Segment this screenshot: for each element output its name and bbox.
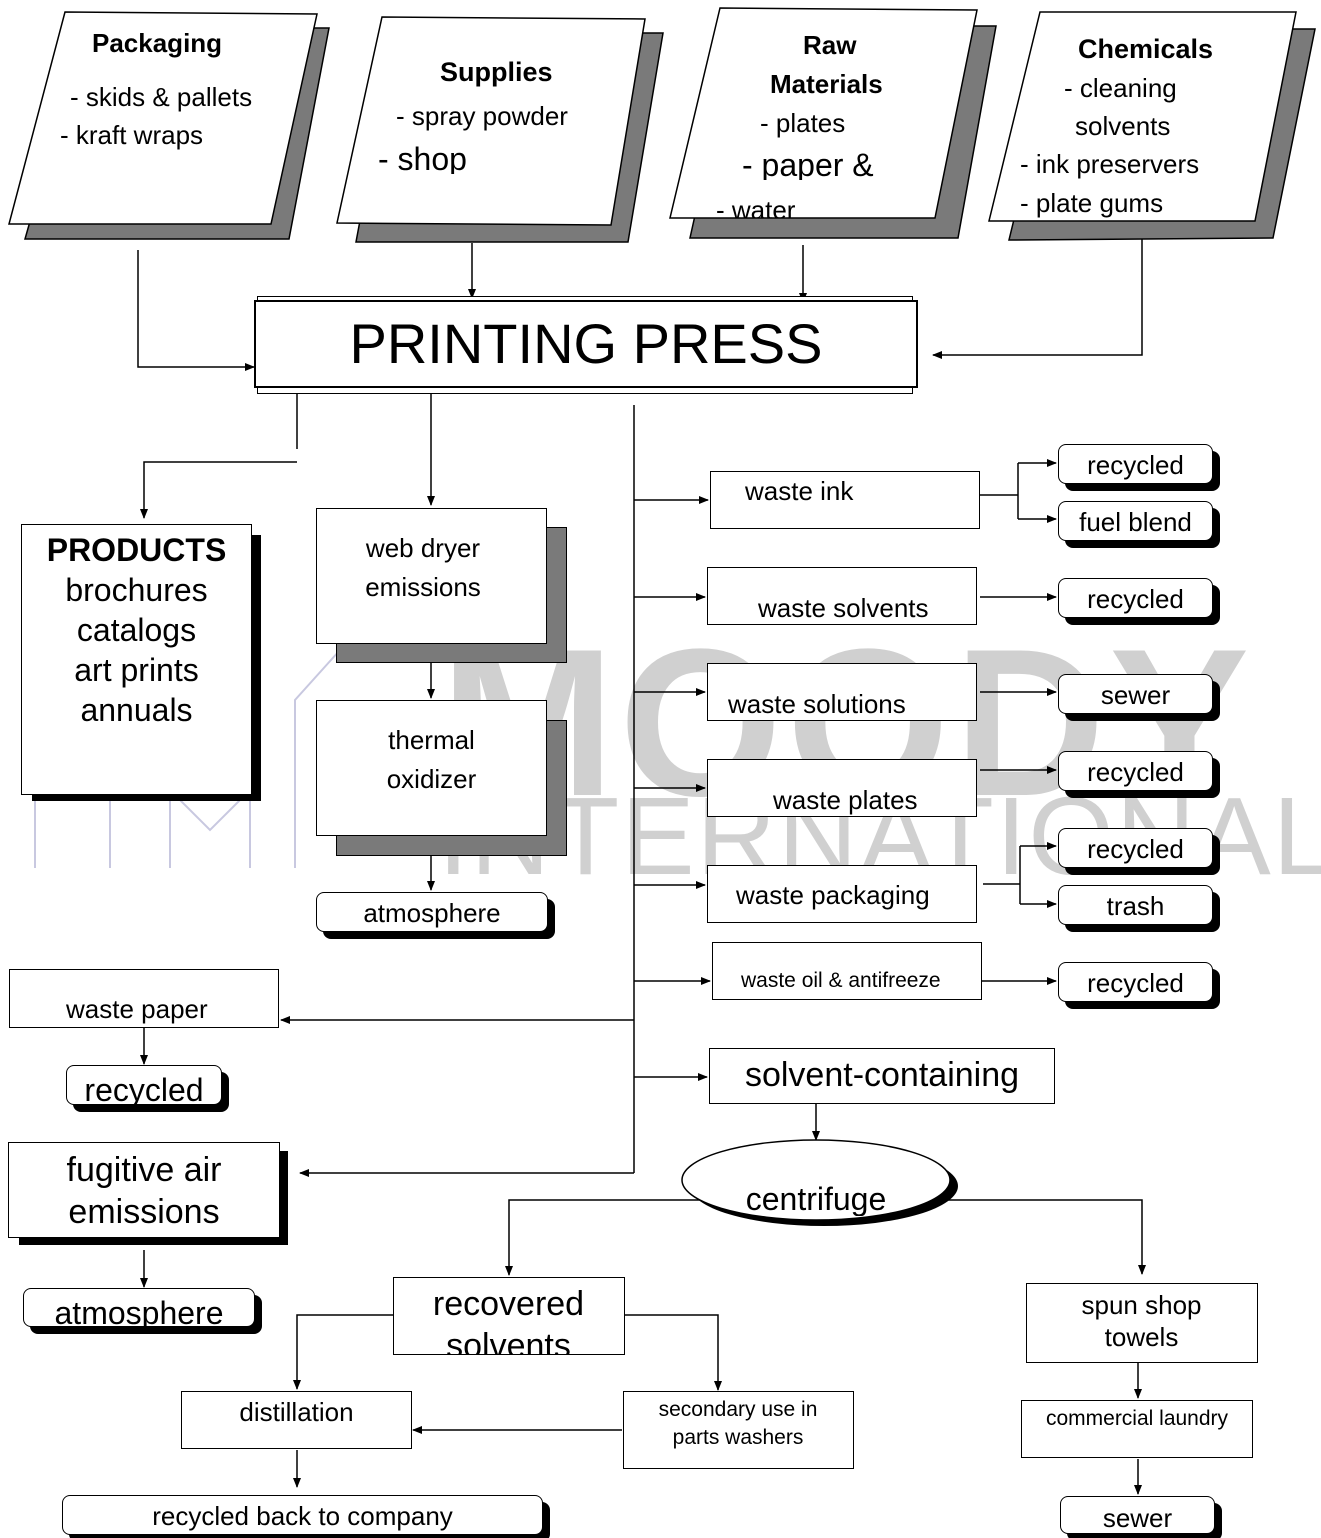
recycled-back-label: recycled back to company <box>152 1501 453 1531</box>
waste-solvents-recycled: recycled <box>1058 578 1213 618</box>
waste-plates-recycled: recycled <box>1058 751 1213 791</box>
web-dryer-line-1: web dryer <box>365 533 481 563</box>
waste-paper-box: waste paper <box>9 969 279 1028</box>
oxidizer-line-2: oxidizer <box>386 764 477 794</box>
products-item-3: art prints <box>74 652 199 688</box>
packaging-item-2: - kraft wraps <box>60 120 204 150</box>
waste-ink-recycled: recycled <box>1058 444 1213 484</box>
supplies-box <box>336 16 646 226</box>
products-item-4: annuals <box>80 692 193 728</box>
recovered-line-2: solvents <box>446 1327 571 1355</box>
distillation-label: distillation <box>239 1397 354 1427</box>
oxidizer-box <box>316 700 547 836</box>
solvent-containing-box: solvent-containing <box>709 1048 1055 1104</box>
spun-towels-box: spun shop towels <box>1026 1283 1258 1363</box>
packaging-title: Packaging <box>92 28 223 58</box>
fugitive-line-1: fugitive air <box>66 1151 222 1189</box>
chemicals-item-1: - cleaning <box>1064 73 1177 103</box>
solvent-containing-label: solvent-containing <box>744 1056 1020 1094</box>
raw-materials-title-1: Raw <box>803 30 857 60</box>
waste-plates-label: waste plates <box>773 785 918 815</box>
waste-packaging-trash: trash <box>1058 885 1213 925</box>
chemicals-box <box>988 11 1297 222</box>
waste-solutions-label: waste solutions <box>728 689 906 719</box>
waste-packaging-recycled: recycled <box>1058 828 1213 868</box>
raw-materials-box <box>669 7 978 219</box>
waste-packaging-recycled-label: recycled <box>1087 834 1184 864</box>
chemicals-item-4: - plate gums <box>1020 188 1164 218</box>
secondary-line-1: secondary use in <box>658 1398 818 1421</box>
secondary-use-box: secondary use in parts washers <box>623 1391 854 1469</box>
chemicals-title: Chemicals <box>1078 34 1214 64</box>
waste-ink-fuel-blend: fuel blend <box>1058 501 1213 541</box>
waste-packaging-box: waste packaging <box>707 865 977 923</box>
centrifuge-label: centrifuge <box>745 1181 887 1216</box>
packaging-box <box>8 11 318 225</box>
web-dryer-line-2: emissions <box>365 572 481 602</box>
fugitive-atmosphere: atmosphere <box>23 1288 255 1327</box>
laundry-sewer-label: sewer <box>1102 1503 1173 1533</box>
distillation-box: distillation <box>181 1391 412 1449</box>
secondary-line-2: parts washers <box>672 1426 804 1449</box>
recovered-line-1: recovered <box>432 1285 585 1323</box>
waste-paper-recycled: recycled <box>66 1065 222 1105</box>
waste-ink-label: waste ink <box>745 476 854 506</box>
packaging-item-1: - skids & pallets <box>70 82 253 112</box>
web-dryer-box <box>316 508 547 644</box>
raw-materials-title-2: Materials <box>770 69 883 99</box>
laundry-label: commercial laundry <box>1045 1407 1229 1430</box>
products-title: PRODUCTS <box>46 532 227 568</box>
waste-paper-label: waste paper <box>66 994 208 1024</box>
waste-solutions-box: waste solutions <box>707 663 977 721</box>
waste-oil-recycled-label: recycled <box>1087 968 1184 998</box>
spun-line-2: towels <box>1104 1322 1179 1352</box>
raw-materials-item-2: - paper & <box>742 147 874 180</box>
waste-ink-box: waste ink <box>710 471 980 529</box>
raw-materials-item-3: - water <box>716 195 796 218</box>
dryer-atmosphere-label: atmosphere <box>363 898 501 928</box>
products-box <box>21 524 252 795</box>
waste-solutions-sewer-label: sewer <box>1100 680 1171 710</box>
spun-line-1: spun shop <box>1081 1290 1202 1320</box>
supplies-item-1: - spray powder <box>396 101 568 131</box>
printing-press-label: PRINTING PRESS <box>349 312 823 375</box>
waste-packaging-label: waste packaging <box>736 880 930 910</box>
waste-plates-box: waste plates <box>707 759 977 817</box>
waste-oil-recycled: recycled <box>1058 962 1213 1002</box>
waste-packaging-trash-label: trash <box>1106 891 1165 921</box>
recovered-solvents-box: recovered solvents <box>393 1277 625 1355</box>
waste-oil-label: waste oil & antifreeze <box>741 969 941 992</box>
fugitive-line-2: emissions <box>68 1193 220 1231</box>
waste-paper-recycled-label: recycled <box>84 1072 204 1105</box>
waste-solvents-recycled-label: recycled <box>1087 584 1184 614</box>
recycled-back-node: recycled back to company <box>62 1495 543 1535</box>
waste-ink-fuel-blend-label: fuel blend <box>1079 507 1192 537</box>
products-item-2: catalogs <box>76 612 197 648</box>
waste-ink-recycled-label: recycled <box>1087 450 1184 480</box>
waste-oil-box: waste oil & antifreeze <box>712 942 982 1000</box>
waste-solvents-box: waste solvents <box>707 567 977 625</box>
chemicals-item-2: solvents <box>1075 111 1171 141</box>
supplies-title: Supplies <box>440 57 553 87</box>
waste-solvents-label: waste solvents <box>758 593 929 623</box>
fugitive-atmosphere-label: atmosphere <box>54 1295 224 1327</box>
dryer-atmosphere-node: atmosphere <box>316 892 548 932</box>
chemicals-item-3: - ink preservers <box>1020 149 1200 179</box>
laundry-sewer-node: sewer <box>1060 1496 1215 1534</box>
supplies-item-2: - shop <box>378 141 467 174</box>
waste-solutions-sewer: sewer <box>1058 674 1213 714</box>
products-item-1: brochures <box>65 572 208 608</box>
printing-press-box: PRINTING PRESS <box>254 300 918 388</box>
fugitive-box <box>8 1142 280 1238</box>
oxidizer-line-1: thermal <box>388 725 475 755</box>
laundry-box: commercial laundry <box>1021 1400 1253 1458</box>
waste-plates-recycled-label: recycled <box>1087 757 1184 787</box>
raw-materials-item-1: - plates <box>760 108 846 138</box>
